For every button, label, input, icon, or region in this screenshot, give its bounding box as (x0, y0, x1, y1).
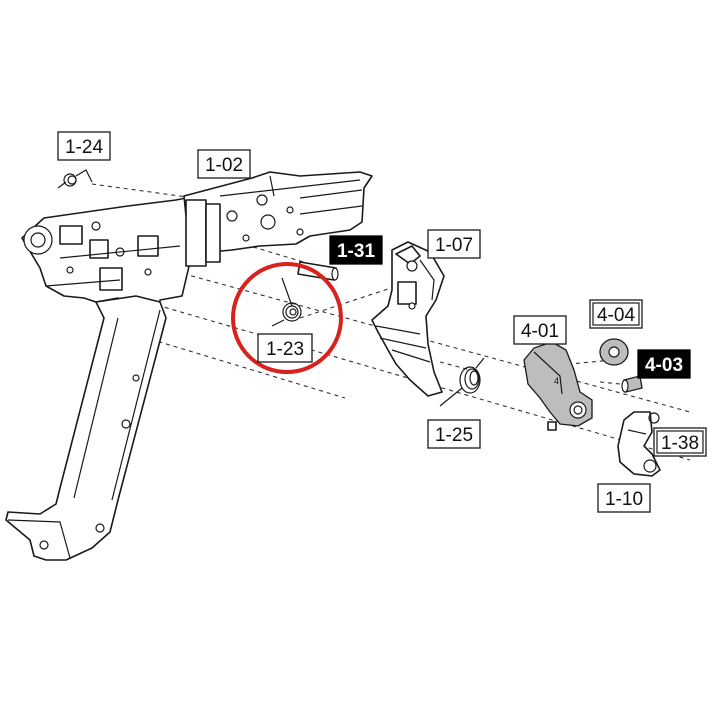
svg-text:1-10: 1-10 (605, 489, 643, 510)
part-1-07-trigger (371, 241, 445, 397)
svg-text:1-07: 1-07 (435, 235, 473, 256)
part-4-03-pin (621, 375, 643, 393)
label-4-01[interactable]: 4-01 (513, 315, 567, 345)
svg-text:4: 4 (554, 376, 559, 386)
part-4-01-hammer: 4 (523, 341, 593, 431)
part-1-24-spring (57, 169, 93, 189)
svg-text:1-25: 1-25 (435, 425, 473, 446)
label-4-03[interactable]: 4-03 (637, 349, 691, 379)
svg-text:4-03: 4-03 (645, 355, 683, 376)
label-1-23[interactable]: 1-23 (257, 333, 313, 363)
highlight-callout-circle (231, 262, 343, 374)
svg-text:1-24: 1-24 (65, 137, 103, 158)
svg-text:1-31: 1-31 (337, 241, 375, 262)
svg-text:1-23: 1-23 (266, 339, 304, 360)
label-1-31[interactable]: 1-31 (329, 235, 383, 265)
part-1-23-spring (271, 277, 302, 327)
label-1-02[interactable]: 1-02 (197, 149, 251, 179)
label-1-38[interactable]: 1-38 (653, 427, 707, 457)
label-1-25[interactable]: 1-25 (427, 419, 481, 449)
part-labels: 1-24 1-02 1-31 1-07 1-23 4-01 4-04 (57, 131, 707, 513)
part-1-25-spring (439, 357, 485, 407)
svg-text:1-02: 1-02 (205, 155, 243, 176)
part-1-02 (183, 171, 373, 267)
receiver-frame (5, 195, 201, 561)
svg-text:1-38: 1-38 (661, 433, 699, 454)
part-4-04-washer (599, 338, 629, 366)
svg-text:4-01: 4-01 (521, 321, 559, 342)
part-1-10-sear (617, 411, 661, 477)
label-1-07[interactable]: 1-07 (427, 229, 481, 259)
svg-text:4-04: 4-04 (597, 305, 635, 326)
label-1-24[interactable]: 1-24 (57, 131, 111, 161)
label-4-04[interactable]: 4-04 (589, 299, 643, 329)
label-1-10[interactable]: 1-10 (597, 483, 651, 513)
